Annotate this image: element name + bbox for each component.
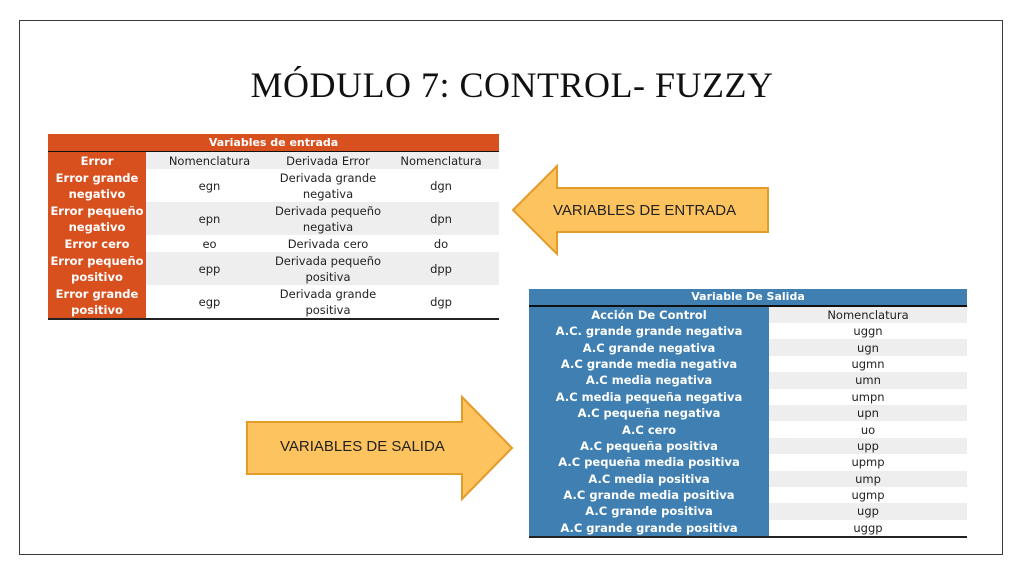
table-row: Error pequeño negativo epn Derivada pequ… bbox=[48, 202, 500, 235]
table-cell: A.C cero bbox=[529, 421, 769, 438]
table-cell: ugp bbox=[769, 503, 967, 520]
table-cell: Derivada cero bbox=[273, 235, 383, 252]
input-table-banner: Variables de entrada bbox=[48, 134, 500, 152]
table-cell: ugmn bbox=[769, 355, 967, 373]
slide-frame bbox=[19, 20, 1003, 555]
output-arrow-right-icon bbox=[246, 394, 514, 502]
table-cell: dgp bbox=[383, 285, 500, 319]
table-cell: egn bbox=[146, 169, 273, 202]
table-cell: A.C. grande grande negativa bbox=[529, 323, 769, 340]
table-cell: epn bbox=[146, 202, 273, 235]
output-header-nomenclature: Nomenclatura bbox=[769, 306, 967, 323]
table-cell: Derivada pequeño negativa bbox=[273, 202, 383, 235]
table-row: Error cero eo Derivada cero do bbox=[48, 235, 500, 252]
table-cell: ump bbox=[769, 470, 967, 487]
table-cell: umpn bbox=[769, 388, 967, 405]
table-cell: Derivada pequeño positiva bbox=[273, 252, 383, 285]
table-cell: A.C grande positiva bbox=[529, 503, 769, 520]
table-cell: ugn bbox=[769, 339, 967, 356]
table-cell: A.C grande media positiva bbox=[529, 486, 769, 504]
table-cell: dgn bbox=[383, 169, 500, 202]
table-cell: Derivada grande negativa bbox=[273, 169, 383, 202]
output-table-banner: Variable De Salida bbox=[529, 289, 967, 307]
slide-title: MÓDULO 7: CONTROL- FUZZY bbox=[250, 65, 774, 105]
table-cell: Error grande positivo bbox=[48, 285, 146, 319]
table-cell: dpp bbox=[383, 252, 500, 285]
table-cell: uggn bbox=[769, 323, 967, 340]
table-cell: epp bbox=[146, 252, 273, 285]
output-arrow-label: VARIABLES DE SALIDA bbox=[280, 438, 445, 455]
table-cell: A.C pequeña positiva bbox=[529, 437, 769, 455]
table-cell: eo bbox=[146, 235, 273, 252]
table-cell: Error pequeño negativo bbox=[48, 202, 146, 235]
input-header-nomenclature-2: Nomenclatura bbox=[383, 151, 500, 169]
table-cell: umn bbox=[769, 372, 967, 389]
table-cell: egp bbox=[146, 285, 273, 319]
table-cell: Error grande negativo bbox=[48, 169, 146, 202]
table-cell: uo bbox=[769, 421, 967, 438]
table-cell: upmp bbox=[769, 454, 967, 471]
table-cell: upn bbox=[769, 404, 967, 422]
input-variables-table: Variables de entrada Error Nomenclatura … bbox=[48, 134, 500, 320]
table-cell: do bbox=[383, 235, 500, 252]
input-header-nomenclature: Nomenclatura bbox=[146, 151, 273, 169]
table-cell: A.C pequeña media positiva bbox=[529, 454, 769, 471]
table-cell: Error cero bbox=[48, 235, 146, 252]
table-row: Error grande positivo egp Derivada grand… bbox=[48, 285, 500, 319]
input-arrow-label: VARIABLES DE ENTRADA bbox=[553, 202, 737, 219]
table-cell: A.C media negativa bbox=[529, 372, 769, 389]
input-header-derivative: Derivada Error bbox=[273, 151, 383, 169]
table-cell: A.C pequeña negativa bbox=[529, 404, 769, 422]
table-cell: A.C grande media negativa bbox=[529, 355, 769, 373]
table-cell: uggp bbox=[769, 519, 967, 538]
table-row: Error pequeño positivo epp Derivada pequ… bbox=[48, 252, 500, 285]
table-cell: A.C grande negativa bbox=[529, 339, 769, 356]
table-cell: Derivada grande positiva bbox=[273, 285, 383, 319]
output-variables-table: Variable De Salida Acción De Control Nom… bbox=[529, 289, 967, 539]
table-cell: Error pequeño positivo bbox=[48, 252, 146, 285]
input-arrow-left-icon bbox=[511, 163, 769, 257]
input-header-error: Error bbox=[48, 151, 146, 169]
table-row: Error grande negativo egn Derivada grand… bbox=[48, 169, 500, 202]
table-cell: A.C grande grande positiva bbox=[529, 519, 769, 538]
table-cell: upp bbox=[769, 437, 967, 455]
table-cell: A.C media pequeña negativa bbox=[529, 388, 769, 405]
table-cell: ugmp bbox=[769, 486, 967, 504]
output-header-action: Acción De Control bbox=[529, 306, 769, 323]
table-cell: A.C media positiva bbox=[529, 470, 769, 487]
table-cell: dpn bbox=[383, 202, 500, 235]
